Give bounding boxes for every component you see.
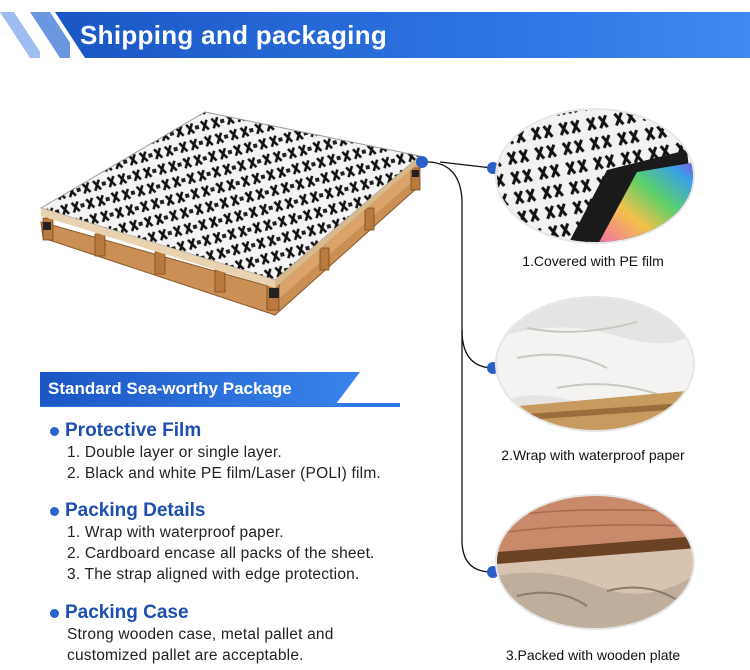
page-title: Shipping and packaging bbox=[80, 20, 388, 50]
bullet-icon bbox=[50, 608, 59, 618]
section-label-bar bbox=[40, 372, 360, 406]
block-line: 2. Black and white PE film/Laser (POLI) … bbox=[67, 465, 381, 482]
protective-film-block: Protective Film 1. Double layer or singl… bbox=[50, 420, 381, 484]
block-line: customized pallet are acceptable. bbox=[67, 647, 304, 664]
section-label: Standard Sea-worthy Package bbox=[40, 372, 400, 408]
photo-caption: 3.Packed with wooden plate bbox=[505, 647, 681, 663]
connector-dot bbox=[416, 156, 428, 168]
photo-caption: 1.Covered with PE film bbox=[522, 253, 664, 269]
header-bar bbox=[55, 12, 750, 58]
pe-film-photo bbox=[495, 108, 695, 244]
block-line: Strong wooden case, metal pallet and bbox=[67, 626, 334, 643]
sheet-on-pallet-image bbox=[35, 110, 435, 325]
bullet-icon bbox=[50, 426, 59, 436]
waterproof-paper-photo bbox=[495, 296, 695, 432]
packing-details-block: Packing Details 1. Wrap with waterproof … bbox=[50, 500, 375, 585]
block-line: 2. Cardboard encase all packs of the she… bbox=[67, 545, 375, 562]
section-title: Standard Sea-worthy Package bbox=[48, 379, 292, 398]
block-line: 3. The strap aligned with edge protectio… bbox=[67, 566, 360, 583]
wooden-plate-photo bbox=[495, 494, 695, 630]
block-title: Protective Film bbox=[65, 420, 202, 441]
block-title: Packing Details bbox=[65, 500, 206, 521]
photo-caption: 2.Wrap with waterproof paper bbox=[501, 447, 685, 463]
header-banner: Shipping and packaging bbox=[0, 12, 750, 58]
block-title: Packing Case bbox=[65, 602, 189, 623]
block-line: 1. Wrap with waterproof paper. bbox=[67, 524, 284, 541]
block-line: 1. Double layer or single layer. bbox=[67, 444, 282, 461]
packing-case-block: Packing Case Strong wooden case, metal p… bbox=[50, 602, 334, 666]
bullet-icon bbox=[50, 506, 59, 516]
